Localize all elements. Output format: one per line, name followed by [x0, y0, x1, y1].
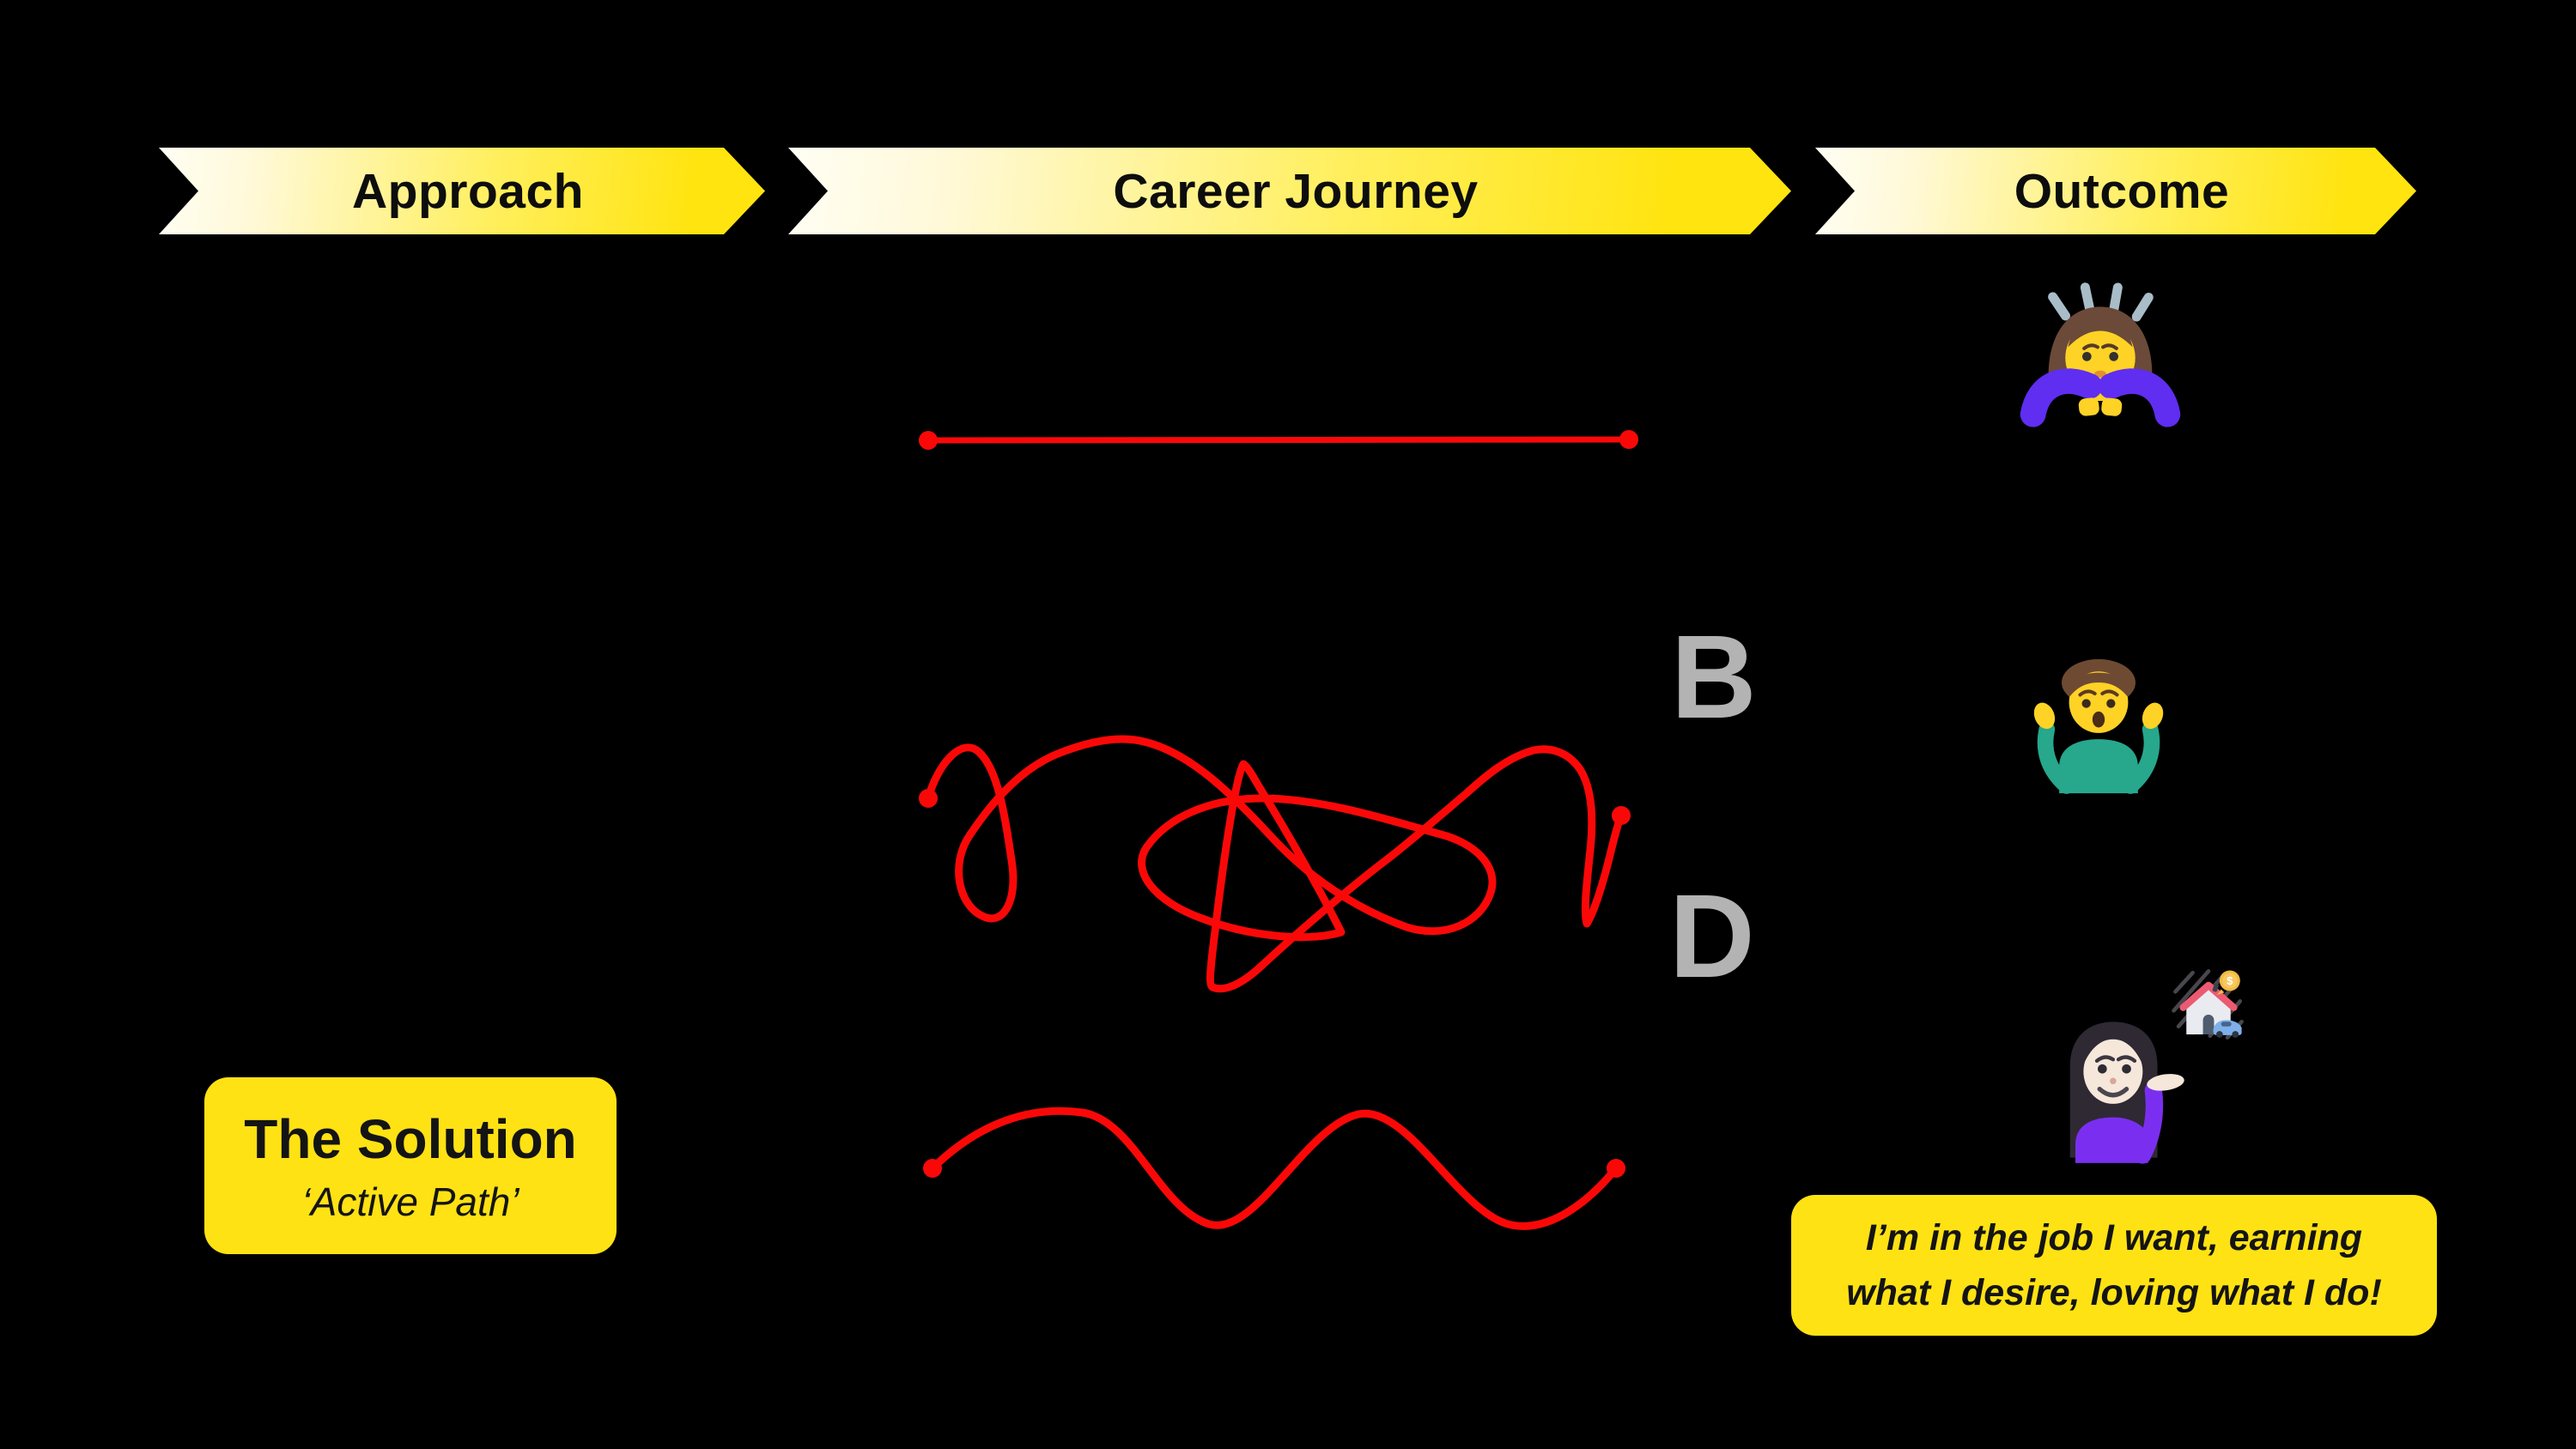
- plan-letter-b: B: [1671, 611, 1757, 743]
- line-endpoint-dot: [919, 789, 938, 808]
- woman-bowing-emoji: [2020, 282, 2181, 427]
- header-label-career-journey: Career Journey: [1113, 163, 1479, 219]
- header-label-approach: Approach: [351, 163, 585, 219]
- plan-letter-d: D: [1669, 870, 1755, 1003]
- line-endpoint-dot: [919, 431, 938, 450]
- speech-line-1: I’m in the job I want, earning: [1865, 1216, 2363, 1258]
- line-endpoint-dot: [923, 1159, 942, 1178]
- speech-line-2: what I desire, loving what I do!: [1846, 1272, 2382, 1313]
- solution-title: The Solution: [244, 1107, 577, 1170]
- header-chevron-career-journey: Career Journey: [788, 148, 1791, 234]
- line-endpoint-dot: [1612, 806, 1631, 825]
- line-endpoint-dot: [1619, 430, 1638, 449]
- woman-tipping-hand-emoji: [2069, 1022, 2184, 1164]
- svg-text:$: $: [2227, 974, 2233, 987]
- header-label-outcome: Outcome: [2014, 163, 2230, 219]
- solution-subtitle: ‘Active Path’: [301, 1179, 519, 1225]
- house-car-money-icon: $: [2172, 969, 2244, 1040]
- solution-box: The Solution ‘Active Path’: [204, 1077, 617, 1254]
- outcome-speech-bubble: I’m in the job I want, earning what I de…: [1791, 1195, 2437, 1336]
- header-chevron-approach: Approach: [159, 148, 765, 234]
- wavy-line: [928, 1106, 1620, 1230]
- scribble-line: [924, 735, 1625, 993]
- line-endpoint-dot: [1607, 1159, 1625, 1178]
- man-shrugging-emoji: [2033, 658, 2164, 794]
- header-chevron-outcome: Outcome: [1815, 148, 2416, 234]
